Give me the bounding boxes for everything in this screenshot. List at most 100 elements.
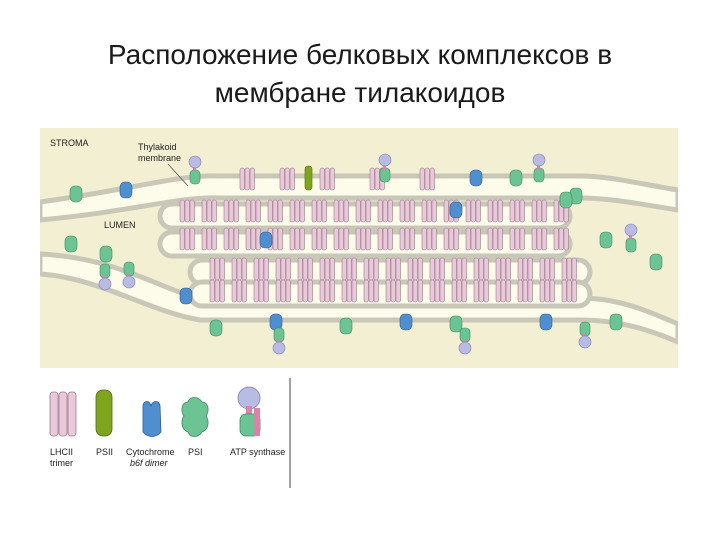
lhcii-trimer xyxy=(179,227,195,251)
legend-psii-icon xyxy=(95,389,113,437)
cytochrome-b6f xyxy=(119,181,133,199)
atp-synthase xyxy=(532,153,546,183)
lhcii-trimer xyxy=(399,199,415,223)
lhcii-trimer xyxy=(561,257,577,281)
lhcii-trimer xyxy=(407,279,423,303)
legend-cytb6f-label: Cytochrome xyxy=(126,447,175,457)
psi-complex xyxy=(599,231,613,249)
lhcii-trimer xyxy=(253,257,269,281)
lhcii-trimer xyxy=(429,279,445,303)
lhcii-trimer xyxy=(319,279,335,303)
legend-cytb6f-label-2: b6f dimer xyxy=(130,458,169,468)
lhcii-trimer xyxy=(539,279,555,303)
lumen-label: LUMEN xyxy=(104,220,136,230)
lhcii-trimer xyxy=(363,279,379,303)
lhcii-trimer xyxy=(201,199,217,223)
cytochrome-b6f xyxy=(399,313,413,331)
lhcii-trimer xyxy=(341,257,357,281)
lhcii-trimer xyxy=(363,257,379,281)
lhcii-trimer xyxy=(539,257,555,281)
cytochrome-b6f xyxy=(539,313,553,331)
lhcii-trimer xyxy=(223,199,239,223)
lhcii-trimer xyxy=(275,279,291,303)
lhcii-trimer xyxy=(421,199,437,223)
lhcii-trimer xyxy=(553,227,569,251)
lhcii-trimer xyxy=(245,227,261,251)
lhcii-trimer xyxy=(419,167,435,191)
protein-complexes xyxy=(64,153,663,355)
lhcii-trimer xyxy=(289,199,305,223)
lhcii-trimer xyxy=(209,257,225,281)
lhcii-trimer xyxy=(473,279,489,303)
atp-synthase xyxy=(98,263,112,291)
lhcii-trimer xyxy=(319,257,335,281)
lhcii-trimer xyxy=(319,167,335,191)
atp-synthase xyxy=(272,327,286,355)
thylakoid-diagram-svg: STROMA Thylakoid membrane LUMEN xyxy=(37,128,681,368)
legend-lhcii-label-2: trimer xyxy=(50,458,73,468)
legend-cytb6f-icon xyxy=(142,401,162,437)
membrane-pointer-line xyxy=(167,163,189,187)
lhcii-trimer xyxy=(333,199,349,223)
lhcii-trimer xyxy=(495,257,511,281)
lhcii-trimer xyxy=(487,227,503,251)
lhcii-trimer xyxy=(179,199,195,223)
lhcii-trimer xyxy=(407,257,423,281)
lhcii-trimer xyxy=(201,227,217,251)
lhcii-trimer xyxy=(279,167,295,191)
atp-synthase xyxy=(578,321,592,349)
psi-complex xyxy=(559,191,573,209)
cytochrome-b6f xyxy=(269,313,283,331)
psi-complex xyxy=(64,235,78,253)
lhcii-trimer xyxy=(487,199,503,223)
cytochrome-b6f xyxy=(469,169,483,187)
psi-complex xyxy=(69,185,83,203)
lhcii-trimer xyxy=(465,199,481,223)
psi-complex xyxy=(449,315,463,333)
stroma-label: STROMA xyxy=(50,138,89,148)
psi-complex xyxy=(609,313,623,331)
lhcii-trimer xyxy=(209,279,225,303)
lhcii-trimer xyxy=(267,199,283,223)
lhcii-trimer xyxy=(311,227,327,251)
lhcii-trimer xyxy=(239,167,255,191)
cytochrome-b6f xyxy=(259,231,273,249)
lhcii-trimer xyxy=(355,199,371,223)
lhcii-trimer xyxy=(421,227,437,251)
lhcii-trimer xyxy=(333,227,349,251)
legend: LHCII trimer PSII Cytochrome b6f dimer P… xyxy=(40,378,300,488)
thylakoid-membrane-label-line1: Thylakoid xyxy=(138,142,177,152)
lhcii-trimer xyxy=(311,199,327,223)
lhcii-trimer xyxy=(399,227,415,251)
lhcii-trimer xyxy=(223,227,239,251)
lhcii-trimer xyxy=(385,279,401,303)
lhcii-trimer xyxy=(495,279,511,303)
cytochrome-b6f xyxy=(449,201,463,219)
thylakoid-diagram: STROMA Thylakoid membrane LUMEN xyxy=(37,128,681,368)
psi-complex xyxy=(509,169,523,187)
lhcii-trimer xyxy=(509,199,525,223)
atp-synthase xyxy=(378,153,392,183)
lhcii-trimer xyxy=(451,257,467,281)
slide-title: Расположение белковых комплексов в мембр… xyxy=(107,39,613,108)
legend-lhcii-label: LHCII xyxy=(50,447,73,457)
lhcii-trimer xyxy=(517,257,533,281)
psi-complex xyxy=(99,245,113,263)
atp-synthase xyxy=(188,155,202,185)
lhcii-trimer xyxy=(377,227,393,251)
legend-atp-synthase-icon xyxy=(237,386,261,437)
psi-complex xyxy=(209,319,223,337)
lhcii-trimer xyxy=(377,199,393,223)
lhcii-trimer xyxy=(355,227,371,251)
psii-complex xyxy=(304,165,313,191)
legend-psi-label: PSI xyxy=(188,447,203,457)
lhcii-trimer xyxy=(465,227,481,251)
lhcii-trimer xyxy=(531,199,547,223)
atp-synthase xyxy=(458,327,472,355)
lhcii-trimer xyxy=(297,279,313,303)
lhcii-trimer xyxy=(517,279,533,303)
thylakoid-membrane-label-line2: membrane xyxy=(138,153,181,163)
lhcii-trimer xyxy=(451,279,467,303)
legend-atp-label: ATP synthase xyxy=(230,447,285,457)
lhcii-trimer xyxy=(429,257,445,281)
